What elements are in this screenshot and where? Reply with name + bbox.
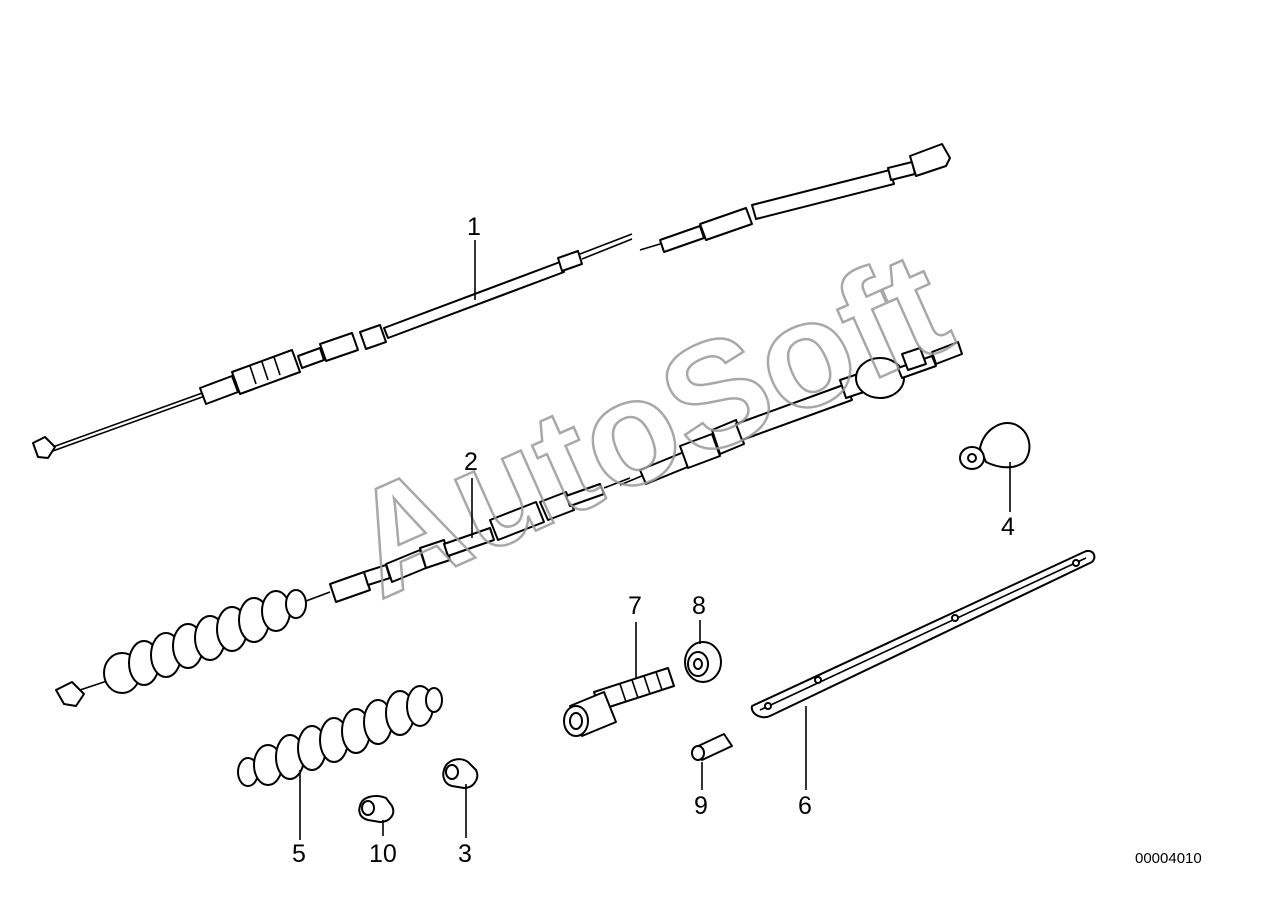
part-5-bellows-boot[interactable] bbox=[237, 685, 443, 787]
part-10-clamp-piece[interactable] bbox=[358, 795, 395, 823]
part-4-rubber-cap[interactable] bbox=[959, 422, 1031, 470]
diagram-code: 00004010 bbox=[1135, 850, 1202, 867]
callout-5: 5 bbox=[292, 840, 306, 868]
bellows-on-cable bbox=[103, 589, 307, 694]
callout-10: 10 bbox=[369, 840, 397, 868]
callout-3: 3 bbox=[458, 840, 472, 868]
callout-2: 2 bbox=[464, 448, 478, 476]
part-7-adjusting-screw[interactable] bbox=[563, 667, 675, 737]
watermark-text: AutoSoft bbox=[325, 218, 972, 629]
callout-7: 7 bbox=[628, 592, 642, 620]
leader-lines bbox=[299, 240, 1011, 840]
part-6-holder-strip[interactable] bbox=[750, 550, 1096, 719]
callout-4: 4 bbox=[1001, 513, 1015, 541]
callout-9: 9 bbox=[694, 792, 708, 820]
part-2-lower-cable[interactable] bbox=[55, 341, 963, 707]
part-3-cable-nipple[interactable] bbox=[442, 758, 479, 789]
callout-6: 6 bbox=[798, 792, 812, 820]
part-9-sleeve[interactable] bbox=[691, 733, 733, 761]
watermark: AutoSoft bbox=[323, 217, 972, 630]
callout-1: 1 bbox=[467, 213, 481, 241]
part-8-knurled-nut[interactable] bbox=[684, 641, 722, 683]
callout-8: 8 bbox=[692, 592, 706, 620]
part-1-upper-cable[interactable] bbox=[32, 143, 951, 459]
